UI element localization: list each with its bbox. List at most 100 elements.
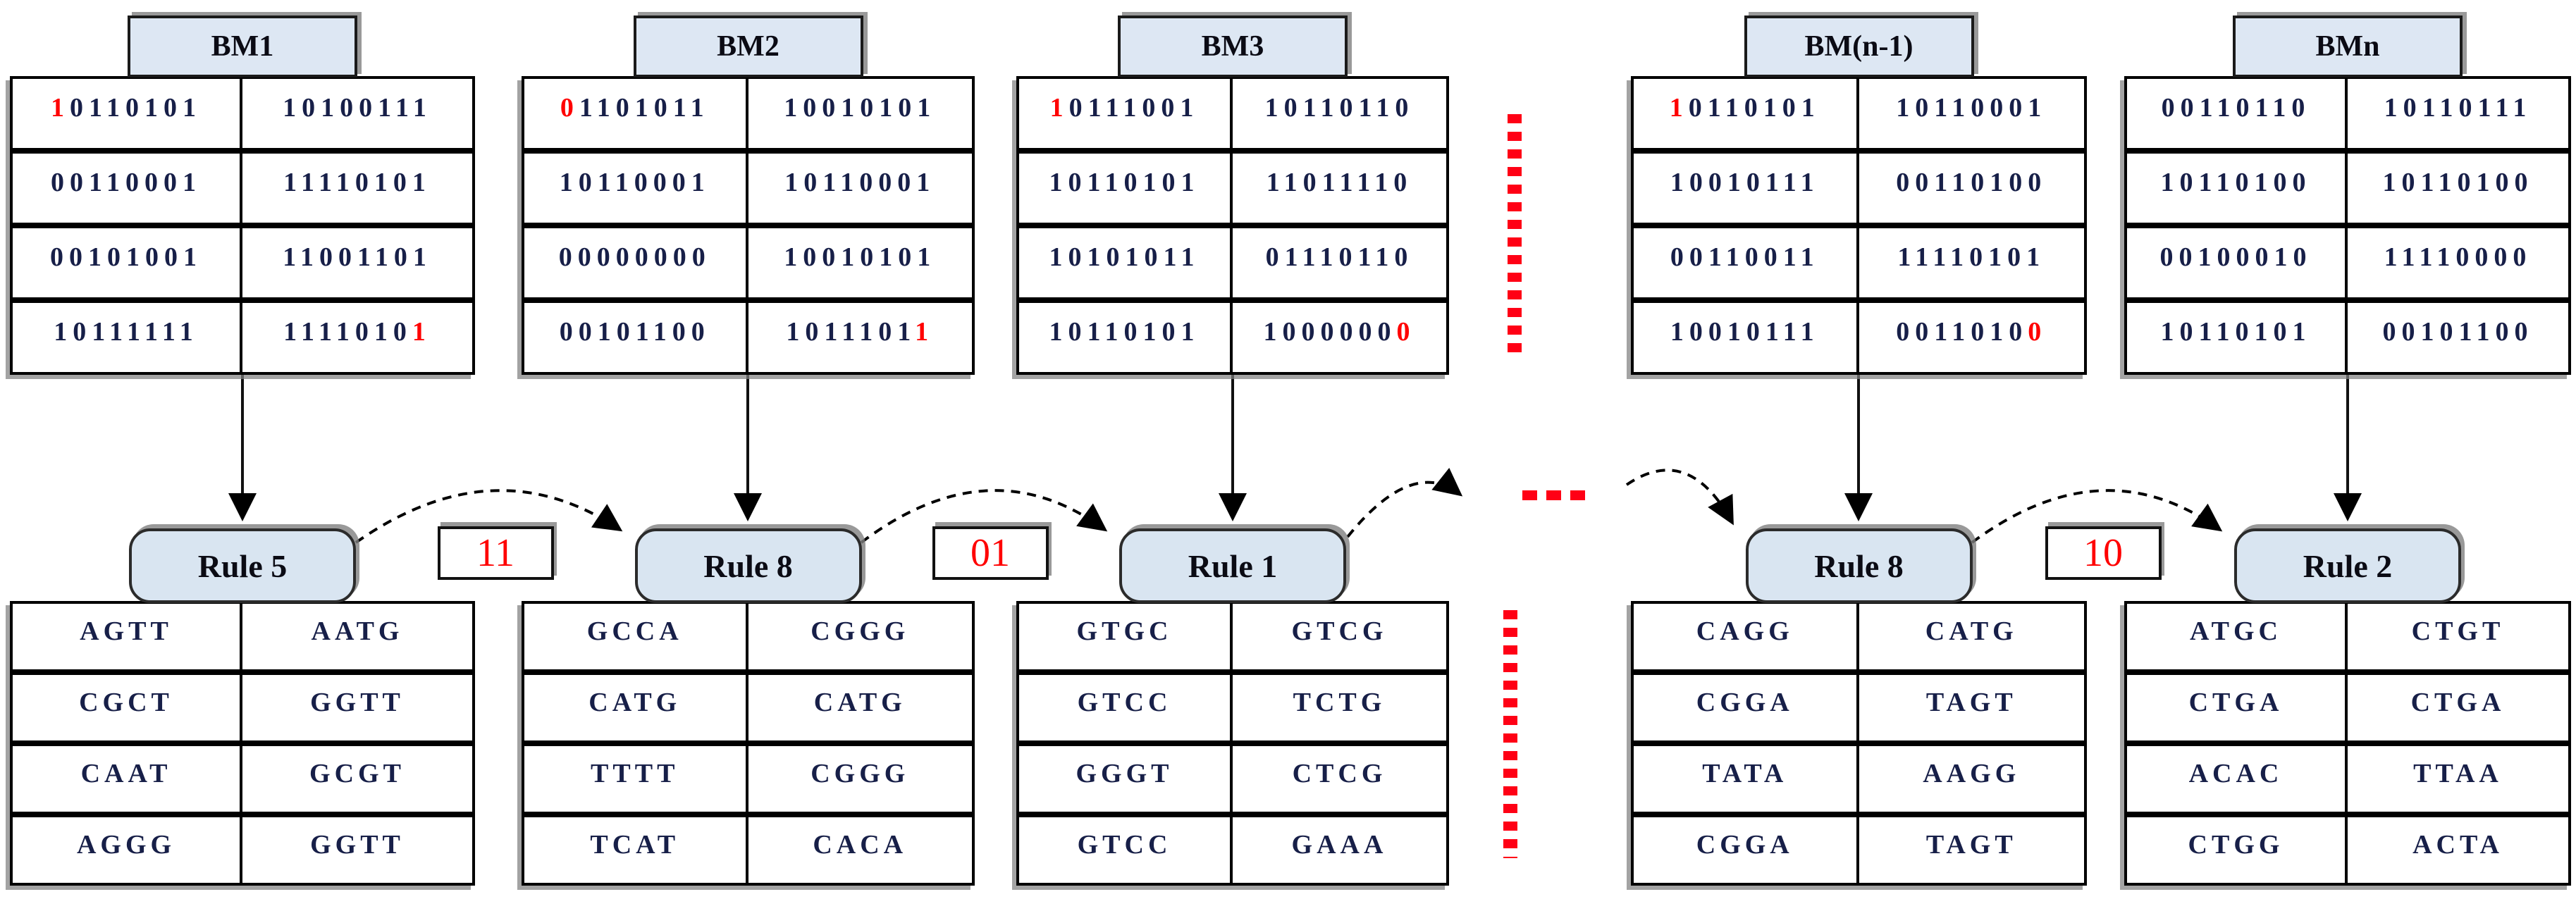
dna-value: AGTT bbox=[80, 616, 173, 646]
dna-value: ATGC bbox=[2190, 616, 2282, 646]
dna-value: TATA bbox=[1702, 758, 1788, 788]
dna-cell: GGGT bbox=[1019, 746, 1233, 812]
dna-cell: GTCC bbox=[1019, 817, 1233, 883]
binary-value: 00110100 bbox=[1896, 317, 2047, 347]
highlighted-first-bit: 1 bbox=[51, 93, 70, 123]
dna-value: TCAT bbox=[590, 829, 680, 860]
binary-value: 10110100 bbox=[2160, 168, 2312, 197]
highlighted-last-bit: 0 bbox=[1396, 317, 1416, 347]
bm-header-tab: BM2 bbox=[633, 16, 863, 78]
table-row: AGGG GGTT bbox=[10, 814, 475, 886]
rule-box: Rule 1 bbox=[1119, 528, 1346, 603]
dna-cell: GAAA bbox=[1233, 817, 1446, 883]
binary-cell: 10110001 bbox=[1859, 79, 2085, 148]
dna-value: CAAT bbox=[80, 758, 172, 788]
dna-value: CGGG bbox=[811, 758, 910, 788]
table-row: CGCT GGTT bbox=[10, 672, 475, 743]
dna-cell: TATA bbox=[1634, 746, 1859, 812]
binary-value: 00110011 bbox=[1670, 242, 1820, 272]
binary-value: 10010101 bbox=[784, 242, 937, 272]
binary-cell: 01110110 bbox=[1233, 228, 1446, 297]
dna-value: CTGG bbox=[2188, 829, 2284, 860]
dna-value: GAAA bbox=[1291, 829, 1388, 860]
dna-cell: CTGA bbox=[2348, 675, 2568, 740]
binary-cell: 10110101 bbox=[13, 79, 242, 148]
dna-cell: GCGT bbox=[242, 746, 472, 812]
binary-value: 10010101 bbox=[784, 93, 937, 123]
table-row: 00110001 11110101 bbox=[10, 151, 475, 225]
dna-value: TTAA bbox=[2413, 758, 2503, 788]
dna-cell: ATGC bbox=[2127, 604, 2348, 669]
binary-cell: 00101100 bbox=[524, 303, 748, 372]
binary-value: 00110110 bbox=[2161, 93, 2311, 123]
binary-value: 10110101 bbox=[1049, 317, 1200, 347]
binary-value: 10111011 bbox=[786, 317, 935, 347]
binary-value: 11001101 bbox=[283, 242, 432, 272]
dna-cell: AGTT bbox=[13, 604, 242, 669]
binary-cell: 10111001 bbox=[1019, 79, 1233, 148]
binary-cell: 10110001 bbox=[748, 154, 973, 223]
bm-header-tab: BM3 bbox=[1118, 16, 1348, 78]
arc-rule8-rule2 bbox=[1971, 489, 2223, 544]
transition-bits-label: 01 bbox=[932, 526, 1049, 580]
binary-cell: 00110100 bbox=[1859, 154, 2085, 223]
dna-cell: GTGC bbox=[1019, 604, 1233, 669]
dna-cell: CTGG bbox=[2127, 817, 2348, 883]
binary-cell: 10110101 bbox=[2127, 303, 2348, 372]
binary-value: 10110101 bbox=[51, 93, 202, 123]
dna-value: GGTT bbox=[310, 687, 405, 717]
binary-value: 11110101 bbox=[283, 168, 431, 197]
table-row: 10110101 00101100 bbox=[2124, 300, 2571, 375]
dna-value: GTCC bbox=[1077, 687, 1172, 717]
highlighted-last-bit: 0 bbox=[2028, 317, 2047, 347]
dna-cell: TTAA bbox=[2348, 746, 2568, 812]
red-dotted-separator-bottom bbox=[1503, 610, 1517, 858]
dna-cell: CTGA bbox=[2127, 675, 2348, 740]
binary-cell: 11110000 bbox=[2348, 228, 2568, 297]
dna-cell: GGTT bbox=[242, 817, 472, 883]
dna-value: CAGG bbox=[1696, 616, 1794, 646]
ellipsis-dash bbox=[1546, 490, 1561, 500]
dna-cell: TTTT bbox=[524, 746, 748, 812]
dna-cell: TCAT bbox=[524, 817, 748, 883]
dna-cell: CAAT bbox=[13, 746, 242, 812]
dna-value: GCCA bbox=[586, 616, 683, 646]
dna-cell: CGCT bbox=[13, 675, 242, 740]
binary-cell: 10110001 bbox=[524, 154, 748, 223]
dna-value: AGGG bbox=[76, 829, 176, 860]
binary-cell: 00110001 bbox=[13, 154, 242, 223]
binary-cell: 10010111 bbox=[1634, 303, 1859, 372]
bm-header-tab: BM1 bbox=[128, 16, 357, 78]
binary-cell: 10111011 bbox=[748, 303, 973, 372]
binary-value: 00101100 bbox=[2382, 317, 2534, 347]
binary-cell: 11110101 bbox=[242, 303, 472, 372]
table-row: GTCC GAAA bbox=[1016, 814, 1449, 886]
binary-value: 00100010 bbox=[2159, 242, 2312, 272]
table-row: 00110110 10110111 bbox=[2124, 76, 2571, 151]
binary-cell: 10010101 bbox=[748, 228, 973, 297]
binary-cell: 11001101 bbox=[242, 228, 472, 297]
binary-cell: 00100010 bbox=[2127, 228, 2348, 297]
dna-cell: AAGG bbox=[1859, 746, 2085, 812]
dna-cell: CGGA bbox=[1634, 675, 1859, 740]
dna-cell: GGTT bbox=[242, 675, 472, 740]
binary-cell: 00110011 bbox=[1634, 228, 1859, 297]
dna-value: CGGA bbox=[1696, 829, 1794, 860]
dna-cell: CATG bbox=[748, 675, 973, 740]
binary-cell: 11011110 bbox=[1233, 154, 1446, 223]
binary-value: 10110111 bbox=[2384, 93, 2532, 123]
table-row: 10110100 10110100 bbox=[2124, 151, 2571, 225]
binary-cell: 10110100 bbox=[2348, 154, 2568, 223]
binary-cell: 10101011 bbox=[1019, 228, 1233, 297]
